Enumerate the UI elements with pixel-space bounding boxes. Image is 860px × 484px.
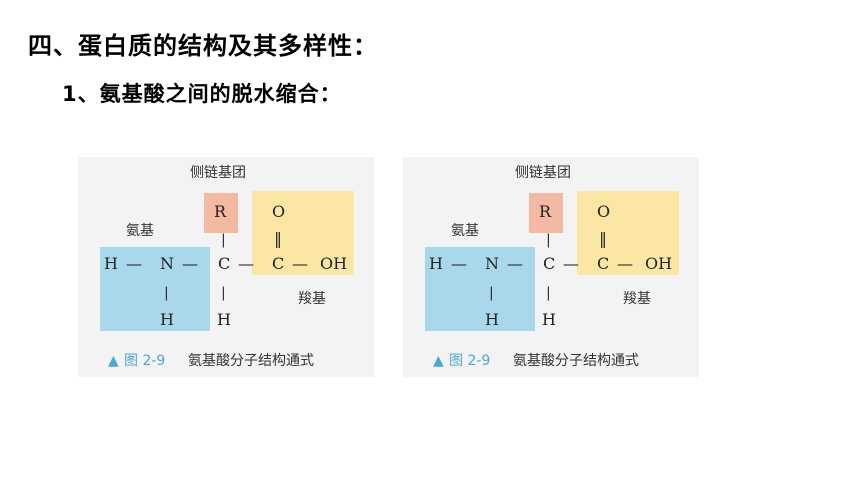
atom-H-c: H [542, 310, 556, 329]
side-chain-box [529, 193, 563, 233]
structure-diagram: 侧链基团 氨基 羧基 R O ‖ | H — N — C — C — OH | … [425, 164, 679, 369]
bond-h-n: — [451, 254, 467, 273]
bond-vertical-n: | [489, 285, 494, 301]
bond-vertical-c: | [546, 285, 551, 301]
bond-h-n: — [126, 254, 142, 273]
bond-n-c: — [507, 254, 523, 273]
side-chain-label: 侧链基团 [515, 164, 571, 181]
side-chain-box [204, 193, 238, 233]
bond-c-c: — [563, 254, 579, 273]
atom-O: O [272, 202, 285, 221]
amino-label: 氨基 [451, 222, 479, 239]
atom-C-carbonyl: C [272, 254, 284, 273]
structure-diagram: 侧链基团 氨基 羧基 R O ‖ | H — N — C — C — OH | … [100, 164, 354, 369]
atom-OH: OH [645, 254, 672, 273]
atom-OH: OH [320, 254, 347, 273]
atom-C-alpha: C [543, 254, 555, 273]
atom-H-n: H [485, 310, 499, 329]
atom-N: N [485, 254, 499, 273]
amino-group-box [425, 247, 535, 331]
bond-vertical-r: | [546, 232, 551, 248]
atom-R: R [214, 202, 227, 221]
amino-group-box [100, 247, 210, 331]
atom-R: R [539, 202, 552, 221]
page-heading: 四、蛋白质的结构及其多样性： [28, 32, 378, 60]
caption-text: 氨基酸分子结构通式 [188, 352, 314, 369]
carboxyl-group-box [252, 191, 354, 275]
bond-vertical-n: | [164, 285, 169, 301]
atom-H-left: H [104, 254, 118, 273]
atom-H-c: H [217, 310, 231, 329]
bond-vertical-r: | [221, 232, 226, 248]
amino-acid-figure-left: 侧链基团 氨基 羧基 R O ‖ | H — N — C — C — OH | … [78, 157, 374, 377]
bond-vertical-c: | [221, 285, 226, 301]
bond-c-oh: — [617, 254, 633, 273]
amino-label: 氨基 [126, 222, 154, 239]
atom-C-carbonyl: C [597, 254, 609, 273]
bond-c-oh: — [292, 254, 308, 273]
side-chain-label: 侧链基团 [190, 164, 246, 181]
caption-text: 氨基酸分子结构通式 [513, 352, 639, 369]
caption-number: 图 2-9 [124, 353, 165, 369]
atom-N: N [160, 254, 174, 273]
atom-H-left: H [429, 254, 443, 273]
bond-n-c: — [182, 254, 198, 273]
bond-c-c: — [238, 254, 254, 273]
carboxyl-label: 羧基 [623, 290, 651, 307]
carboxyl-label: 羧基 [298, 290, 326, 307]
carboxyl-group-box [577, 191, 679, 275]
section-subheading: 1、氨基酸之间的脱水缩合： [62, 82, 342, 106]
atom-C-alpha: C [218, 254, 230, 273]
amino-acid-figure-right: 侧链基团 氨基 羧基 R O ‖ | H — N — C — C — OH | … [403, 157, 699, 377]
double-bond: ‖ [274, 229, 282, 248]
caption-number: 图 2-9 [449, 353, 490, 369]
atom-H-n: H [160, 310, 174, 329]
atom-O: O [597, 202, 610, 221]
double-bond: ‖ [599, 229, 607, 248]
caption-marker: ▲ [433, 353, 444, 369]
caption-marker: ▲ [108, 353, 119, 369]
